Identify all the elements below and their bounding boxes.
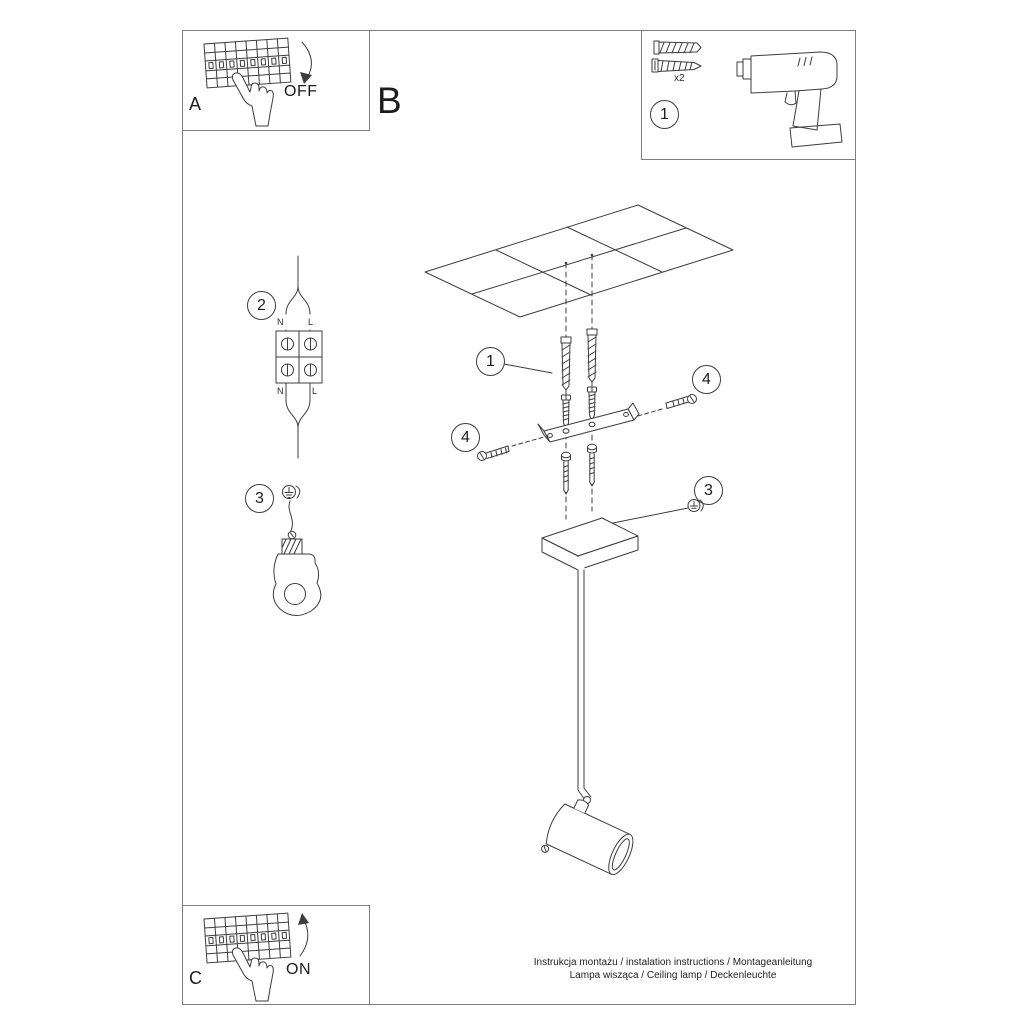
breaker-panel-icon [203,37,292,89]
panel-tools-frame [641,30,856,160]
side-screw-right [635,394,697,417]
wire-label-l-bottom: L [312,386,318,396]
hand-icon [231,947,274,1002]
panel-c-state-label: ON [286,961,311,978]
callout-step-2: 2 [247,291,276,320]
wire-split-diagram [275,255,323,459]
panel-a-frame [182,30,370,131]
canopy-screw-right [587,443,597,487]
on-arrow-icon [298,913,309,957]
panel-a-state-label: OFF [284,83,318,100]
callout-step-1-main-number: 1 [486,352,495,370]
wall-plug-icon [653,40,702,55]
spot-head [541,787,634,876]
callout-step-3-left-number: 3 [255,489,264,507]
panel-c-frame [182,905,370,1005]
footer-text: Instrukcja montażu / instalation instruc… [505,956,841,982]
wall-plug-left [560,336,572,391]
callout-step-1-tools: 1 [650,100,679,129]
ceiling-panel [424,204,734,318]
callout-step-4-right: 4 [692,365,721,394]
rod [577,557,585,791]
callout-step-4-left: 4 [451,423,480,452]
callout-step-4-left-number: 4 [461,428,470,446]
wall-plug-right [586,328,598,383]
ground-clip-icon [282,485,301,499]
callout-step-3-left: 3 [245,484,274,513]
panel-c-label: C [189,968,202,988]
hand-icon [231,72,274,127]
side-screw-left [477,436,545,461]
wire-label-l-top: L [308,317,314,327]
ground-terminal-icon [272,500,322,616]
callout-step-4-right-number: 4 [702,370,711,388]
callout-1-pointer-line [503,363,553,374]
footer-line-1: Instrukcja montażu / instalation instruc… [533,957,813,968]
screw-quantity-label: x2 [674,73,685,84]
mounting-screw-right [587,386,597,422]
panel-a-label: A [189,94,202,114]
canopy [541,517,639,571]
sheet-border [182,30,856,1005]
callout-step-3-right-number: 3 [704,481,713,499]
callout-step-3-right: 3 [694,476,723,505]
wire-label-n-top: N [277,317,284,327]
mounting-bracket [537,402,640,443]
callout-step-2-number: 2 [257,296,266,314]
section-b-label: B [377,80,402,121]
drill-icon [736,51,843,148]
footer-line-2: Lampa wisząca / Ceiling lamp / Deckenleu… [569,970,777,981]
drill-guide-lines [564,253,594,520]
callout-step-1-main: 1 [476,347,505,376]
canopy-screw-left [561,451,571,495]
breaker-panel-icon [203,912,292,964]
wire-label-n-bottom: N [277,386,284,396]
off-arrow-icon [300,41,312,84]
ground-wire-pointer [607,499,704,525]
callout-step-1-tools-number: 1 [660,105,669,123]
screw-icon [651,58,702,73]
